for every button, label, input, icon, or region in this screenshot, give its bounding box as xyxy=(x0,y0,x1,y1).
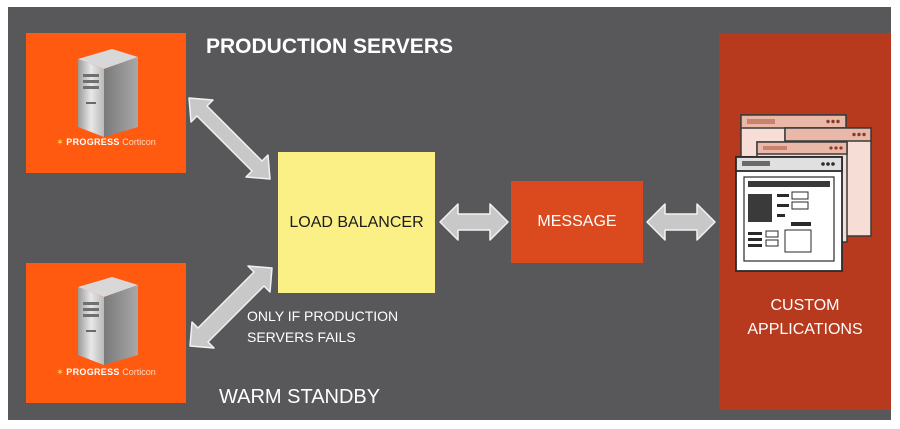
custom-applications-box: CUSTOM APPLICATIONS xyxy=(719,33,891,410)
double-arrow-icon xyxy=(646,203,716,241)
server-tower-icon xyxy=(78,49,138,137)
production-servers-title: PRODUCTION SERVERS xyxy=(206,35,453,58)
failover-note: ONLY IF PRODUCTION SERVERS FAILS xyxy=(247,306,398,348)
standby-server-box: ✶ PROGRESS Corticon xyxy=(26,263,186,403)
custom-applications-line: APPLICATIONS xyxy=(747,321,863,338)
app-window-icon xyxy=(735,114,872,272)
progress-logo-icon: ✶ xyxy=(56,137,64,147)
message-box: MESSAGE xyxy=(511,181,643,263)
failover-note-line: SERVERS FAILS xyxy=(247,329,356,345)
custom-applications-line: CUSTOM xyxy=(770,297,840,314)
failover-note-line: ONLY IF PRODUCTION xyxy=(247,308,399,324)
progress-corticon-logo: ✶ PROGRESS Corticon xyxy=(56,137,156,147)
progress-corticon-logo: ✶ PROGRESS Corticon xyxy=(56,367,156,377)
production-server-box: ✶ PROGRESS Corticon xyxy=(26,33,186,173)
double-arrow-icon xyxy=(439,203,509,241)
server-tower-icon xyxy=(78,277,138,365)
load-balancer-box: LOAD BALANCER xyxy=(278,152,435,293)
double-arrow-icon xyxy=(188,97,271,180)
message-label: MESSAGE xyxy=(537,213,617,230)
progress-logo-icon: ✶ xyxy=(56,367,64,377)
warm-standby-label: WARM STANDBY xyxy=(219,386,381,408)
custom-applications-label: CUSTOM APPLICATIONS xyxy=(719,294,891,342)
double-arrow-icon xyxy=(189,265,273,349)
load-balancer-label: LOAD BALANCER xyxy=(289,213,424,231)
